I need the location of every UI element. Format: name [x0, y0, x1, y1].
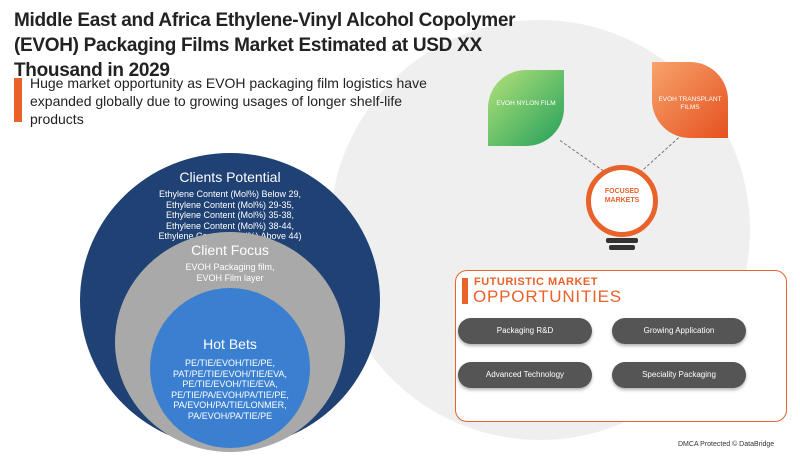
evoh-transplant-films-label: EVOH TRANSPLANT FILMS	[658, 96, 722, 111]
focused-markets-label: FOCUSED MARKETS	[586, 187, 658, 205]
list-item: Ethylene Content (Mol%) 29-35,	[165, 199, 295, 210]
opportunities-panel	[455, 270, 787, 422]
clients-potential-heading: Clients Potential	[179, 169, 281, 185]
lightbulb-icon	[586, 165, 658, 237]
opportunity-packaging-rd: Packaging R&D	[458, 318, 592, 344]
list-item: PE/TIE/PA/EVOH/PA/TIE/PE,	[171, 389, 289, 400]
list-item: EVOH Packaging film,	[185, 262, 275, 272]
bulb-line-2: MARKETS	[604, 197, 640, 204]
opportunity-growing-application: Growing Application	[612, 318, 746, 344]
client-focus-heading: Client Focus	[191, 242, 269, 258]
list-item: EVOH Film layer	[196, 272, 264, 283]
evoh-transplant-films-leaf	[652, 62, 728, 138]
hot-bets-list: PE/TIE/EVOH/TIE/PE, PAT/PE/TIE/EVOH/TIE/…	[150, 358, 310, 421]
opportunity-speciality-packaging: Speciality Packaging	[612, 362, 746, 388]
opportunity-advanced-technology: Advanced Technology	[458, 362, 592, 388]
bulb-base-ring	[606, 238, 638, 243]
page-title: Middle East and Africa Ethylene-Vinyl Al…	[14, 10, 516, 81]
bulb-base-ring	[609, 245, 635, 250]
page-subtitle: Huge market opportunity as EVOH packagin…	[30, 75, 427, 127]
evoh-nylon-film-leaf	[488, 70, 564, 146]
list-item: Ethylene Content (Mol%) Below 29,	[158, 189, 302, 199]
client-focus-list: EVOH Packaging film, EVOH Film layer	[115, 262, 345, 283]
list-item: PA/EVOH/PA/TIE/LONMER,	[173, 400, 287, 410]
list-item: PAT/PE/TIE/EVOH/TIE/EVA,	[172, 368, 288, 379]
list-item: Ethylene Content (Mol%) 38-44,	[165, 220, 295, 231]
hot-bets-heading: Hot Bets	[203, 336, 257, 352]
opportunities-title-line1: FUTURISTIC MARKET	[474, 276, 598, 288]
bulb-line-1: FOCUSED	[604, 188, 640, 195]
subtitle-accent-bar	[14, 78, 22, 122]
list-item: PE/TIE/EVOH/TIE/PE,	[184, 358, 276, 368]
list-item: PA/EVOH/PA/TIE/PE	[187, 410, 273, 421]
list-item: PE/TIE/EVOH/TIE/EVA,	[182, 379, 278, 389]
panel-accent-bar	[462, 278, 468, 304]
opportunities-title-line2: OPPORTUNITIES	[473, 287, 622, 306]
footer-copyright: DMCA Protected © DataBridge	[678, 441, 775, 448]
list-item: Ethylene Content (Mol%) 35-38,	[165, 210, 295, 220]
hot-bets-circle: Hot Bets PE/TIE/EVOH/TIE/PE, PAT/PE/TIE/…	[150, 288, 310, 448]
evoh-nylon-film-label: EVOH NYLON FILM	[496, 100, 556, 107]
